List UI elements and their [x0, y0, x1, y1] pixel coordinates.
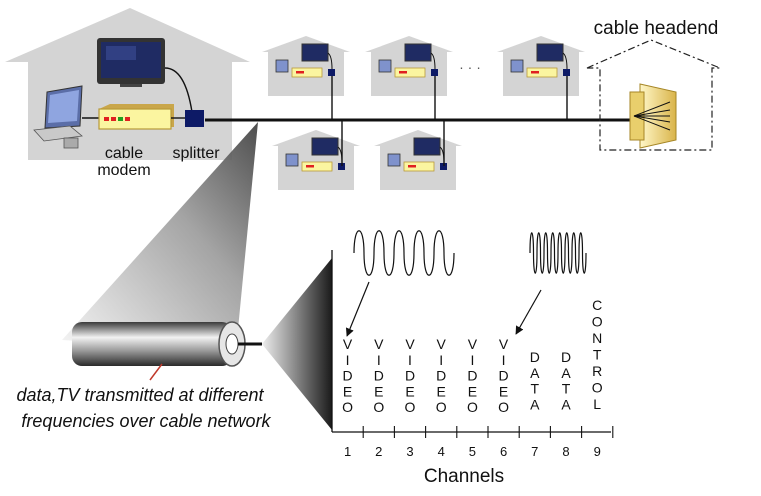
- caption-pointer-line: [149, 363, 163, 381]
- caption-line-2: frequencies over cable network: [21, 411, 271, 431]
- tv-monitor-icon: [97, 38, 193, 113]
- neighbor-house-5: [374, 120, 462, 190]
- desktop-computer-icon: [33, 85, 100, 149]
- neighbor-house-2: [365, 36, 453, 120]
- neighbor-house-3: [497, 36, 585, 120]
- modem-lights: [408, 165, 416, 168]
- tv-monitor-icon: [536, 43, 564, 62]
- modem-lights: [531, 71, 539, 74]
- cable-modem-icon: [394, 67, 426, 78]
- cable-modem-icon: [98, 104, 186, 130]
- channel-number: 4: [438, 444, 445, 459]
- desktop-computer-icon: [510, 59, 524, 73]
- channel-number: 7: [531, 444, 538, 459]
- neighbor-house-1: [262, 36, 350, 120]
- neighbor-house-4: [272, 120, 360, 190]
- desktop-computer-icon: [378, 59, 392, 73]
- desktop-computer-icon: [275, 59, 289, 73]
- tv-monitor-icon: [413, 137, 441, 156]
- cable-modem-icon: [403, 161, 435, 172]
- zoom-beam: [62, 122, 258, 350]
- cable-modem-icon: [301, 161, 333, 172]
- tv-monitor-icon: [311, 137, 339, 156]
- channel-number: 2: [375, 444, 382, 459]
- modem-lights: [306, 165, 314, 168]
- house-wire: [430, 52, 436, 70]
- channel-number: 9: [594, 444, 601, 459]
- splitter-icon: [185, 110, 204, 127]
- splitter-icon: [563, 69, 570, 76]
- splitter-icon: [328, 69, 335, 76]
- tv-monitor-icon: [301, 43, 329, 62]
- spectrum-cone: [262, 258, 332, 430]
- more-houses-ellipsis: · · ·: [459, 59, 481, 75]
- coax-cable-icon: [72, 321, 262, 367]
- desktop-computer-icon: [285, 153, 299, 167]
- modem-lights: [296, 71, 304, 74]
- low-frequency-waveform: [353, 230, 455, 276]
- cable-modem-icon: [526, 67, 558, 78]
- high-frequency-waveform: [529, 232, 587, 274]
- cable-headend-label: cable headend: [594, 18, 719, 39]
- waveform-arrow-2: [515, 289, 542, 335]
- channel-ticks: [362, 426, 614, 438]
- splitter-icon: [431, 69, 438, 76]
- channel-number: 6: [500, 444, 507, 459]
- cable-modem-label-line2: modem: [97, 162, 150, 179]
- caption-line-1: data,TV transmitted at different: [16, 385, 264, 405]
- channel-number: 3: [406, 444, 413, 459]
- cable-modem-label-line1: cable: [105, 145, 143, 162]
- waveform-arrow-1: [345, 281, 370, 337]
- splitter-icon: [440, 163, 447, 170]
- splitter-icon: [338, 163, 345, 170]
- desktop-computer-icon: [387, 153, 401, 167]
- channel-number: 5: [469, 444, 476, 459]
- channel-number: 1: [344, 444, 351, 459]
- neighbor-houses: [262, 36, 585, 190]
- splitter-label: splitter: [172, 145, 220, 162]
- channels-axis-label: Channels: [424, 466, 504, 487]
- channel-numbers: 1 2 3 4 5 6 7 8 9: [344, 444, 601, 459]
- channel-number: 8: [562, 444, 569, 459]
- cable-modem-icon: [291, 67, 323, 78]
- tv-monitor-icon: [404, 43, 432, 62]
- house-wire: [562, 52, 568, 70]
- modem-lights: [399, 71, 407, 74]
- headend-amplifier-icon: [629, 83, 677, 149]
- house-wire: [327, 52, 333, 70]
